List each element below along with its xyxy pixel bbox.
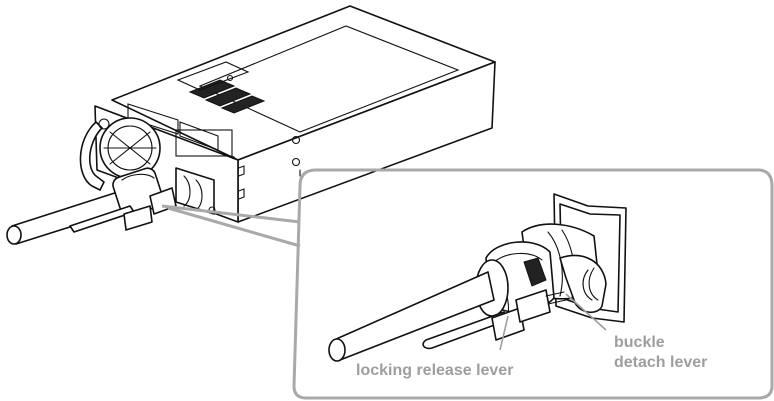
psu-vent-slots	[176, 61, 266, 114]
callout-pointer	[161, 204, 301, 248]
label-buckle: buckle	[614, 334, 665, 351]
zoomed-power-cable	[333, 271, 495, 361]
zoomed-plug	[328, 193, 627, 362]
callout-frame	[292, 168, 774, 400]
psu-handle	[79, 121, 105, 191]
psu-power-cable	[6, 167, 177, 245]
label-locking-release-lever: locking release lever	[356, 362, 513, 379]
leader-lines	[499, 293, 607, 351]
psu-top-plate	[198, 25, 460, 133]
psu-fan	[99, 117, 161, 179]
power-supply-unit	[79, 5, 496, 223]
label-detach-lever: detach lever	[614, 354, 707, 371]
